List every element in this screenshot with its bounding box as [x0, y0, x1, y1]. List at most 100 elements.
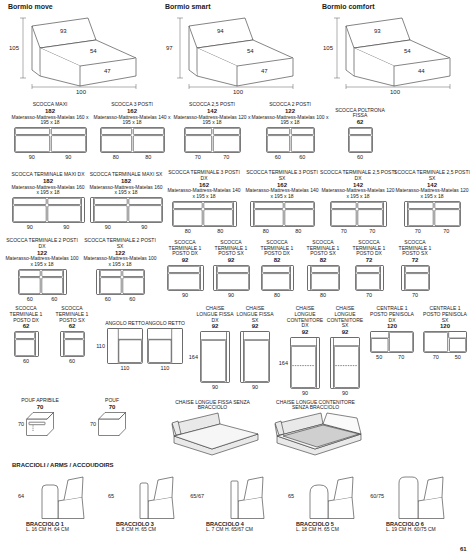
- seat-width: 60: [120, 296, 145, 302]
- photo-drawing: [168, 412, 258, 456]
- module-plan: ANGOLO RETTO110: [145, 306, 185, 371]
- dimension-row: 90: [213, 292, 250, 298]
- caption-block: SCOCCA POLTRONA FISSA62: [330, 100, 390, 126]
- dimension: 65: [108, 493, 114, 499]
- module-plan: SCOCCA TERMINALE 2 POSTI SX122Materasso-…: [83, 238, 157, 302]
- dimension: 100: [390, 89, 400, 96]
- drawing-area: [100, 127, 165, 153]
- drawing-area: [266, 127, 315, 153]
- caption-block: CHAISE LONGUE FISSA SX92: [235, 306, 275, 330]
- width-number: 92: [252, 323, 259, 330]
- armrest: 65/67BRACCIOLO 4L. 7 CM H. 65/67 CM: [192, 472, 280, 533]
- caption-block: SCOCCA TERMINALE 1 POSTO DX72: [346, 238, 392, 264]
- caption-block: CHAISE LONGUE FISSA DX92: [195, 306, 235, 330]
- dimension: 105: [323, 45, 333, 52]
- drawing-area: [401, 265, 430, 291]
- dimension: 47: [104, 68, 111, 75]
- seat-width: 110: [147, 365, 183, 371]
- dimension-row: 8080: [100, 154, 165, 160]
- drawing-area: [404, 201, 461, 227]
- dimension: 70: [18, 421, 24, 427]
- chaise-drawing: [240, 331, 270, 383]
- width-number: 162: [199, 182, 209, 189]
- module-name: POUF: [105, 398, 119, 404]
- sofa-drawing: [404, 201, 461, 227]
- dimension: 65: [288, 493, 294, 499]
- drawing-area: [423, 331, 467, 353]
- module-plan: SCOCCA TERMINALE 1 POSTO DX7270: [346, 238, 392, 298]
- seat-width: 70: [358, 228, 387, 234]
- module-name: SCOCCA MAXI: [33, 102, 68, 108]
- drawing-area: 164: [200, 331, 230, 383]
- module-name: SCOCCA TERMINALE 1 POSTO DX: [162, 240, 208, 257]
- sofa-section: Bormio comfort105935444100: [322, 3, 467, 96]
- dimension-row: 80: [307, 292, 340, 298]
- caption-block: SCOCCA 2,5 POSTI142Materasso-Mattress-Ma…: [173, 100, 251, 126]
- caption-block: Bormio smart: [165, 3, 310, 11]
- width-number: 162: [277, 182, 287, 189]
- seat-width: 90: [167, 292, 204, 298]
- sofa-drawing: [401, 265, 430, 291]
- module-name: SCOCCA TERMINALE 1 POSTO DX: [254, 240, 300, 257]
- caption-block: CHAISE LONGUE FISSA SENZA BRACCIOLO: [165, 398, 260, 411]
- caption-block: POUF APRIBILE70: [10, 398, 70, 411]
- module-name: SCOCCA 2,5 POSTI: [189, 102, 235, 108]
- module-name: CENTRALE 1 POSTO PENISOLA SX: [421, 306, 469, 323]
- module-plan: CENTRALE 1 POSTO PENISOLA DX1205070: [368, 306, 416, 360]
- seat-width: 70: [423, 354, 449, 360]
- caption-block: SCOCCA 2 POSTI122Materasso-Mattress-Mate…: [251, 100, 329, 126]
- sofa-drawing: [100, 127, 165, 153]
- width-number: 82: [274, 257, 281, 264]
- width-number: 142: [207, 108, 217, 115]
- width-number: 162: [127, 108, 137, 115]
- seat-width: 90: [48, 224, 85, 230]
- sofa-drawing: [355, 265, 384, 291]
- module-plan: SCOCCA TERMINALE 2,5 POSTI SX142Materass…: [394, 170, 470, 234]
- sofa-drawing: [14, 127, 87, 153]
- caption-block: SCOCCA 3 POSTI162Materasso-Mattress-Mate…: [93, 100, 171, 126]
- drawing-area: [355, 265, 384, 291]
- dimension: 70: [90, 421, 96, 427]
- drawing-area: 65: [116, 473, 176, 519]
- seat-width: 90: [50, 154, 87, 160]
- width-number: 92: [342, 329, 349, 336]
- dimension-row: 7070: [184, 154, 241, 160]
- seat-width: 60: [266, 154, 291, 160]
- dimension-row: 9090: [90, 224, 163, 230]
- dimension: 60/75: [370, 493, 384, 499]
- width-number: 62: [69, 323, 76, 330]
- module-plan: SCOCCA TERMINALE 1 POSTO DX6260: [4, 306, 48, 364]
- mattress-size: Materasso-Mattress-Matelas 120 x 195 x 1…: [173, 115, 251, 127]
- seat-width: 80: [204, 228, 237, 234]
- seat-width: 60: [60, 358, 85, 364]
- module-name: SCOCCA TERMINALE 2 POSTI DX: [5, 238, 79, 250]
- dimension: 54: [90, 48, 97, 55]
- dimension-row: 90: [240, 384, 270, 390]
- module-name: CENTRALE 1 POSTO PENISOLA DX: [368, 306, 416, 323]
- sofa-drawing: [307, 265, 340, 291]
- width-number: 70: [109, 404, 116, 411]
- drawing-area: [184, 127, 241, 153]
- pouf-drawing: [26, 412, 54, 436]
- sofa-drawing: [18, 269, 67, 295]
- module-plan: CHAISE LONGUE CONTENITORE DX9216490: [285, 306, 325, 396]
- seat-width: 90: [330, 390, 360, 396]
- arm-size: L. 19 CM H. 60/75 CM: [386, 527, 460, 533]
- caption-block: POUF70: [82, 398, 142, 411]
- module-name: SCOCCA TERMINALE 1 POSTO DX: [346, 240, 392, 257]
- mattress-size: Materasso-Mattress-Matelas 100 x 195 x 1…: [5, 256, 79, 268]
- sofa-drawing: [167, 265, 204, 291]
- seat-width: 70: [330, 228, 359, 234]
- section-drawing: [322, 12, 462, 96]
- module-name: SCOCCA TERMINALE 1 POSTO SX: [50, 306, 94, 323]
- arm-size: L. 8 CM H. 65 CM: [116, 527, 190, 533]
- module-plan: POUF APRIBILE7070: [10, 398, 70, 437]
- dimension-row: 6060: [96, 296, 145, 302]
- caption-block: Bormio move: [8, 3, 153, 11]
- seat-width: 60: [18, 296, 43, 302]
- width-number: 92: [228, 257, 235, 264]
- width-number: 70: [37, 404, 44, 411]
- penisola-drawing: [423, 331, 467, 353]
- width-number: 122: [37, 250, 47, 257]
- module-name: CHAISE LONGUE CONTENITORE DX: [285, 306, 325, 329]
